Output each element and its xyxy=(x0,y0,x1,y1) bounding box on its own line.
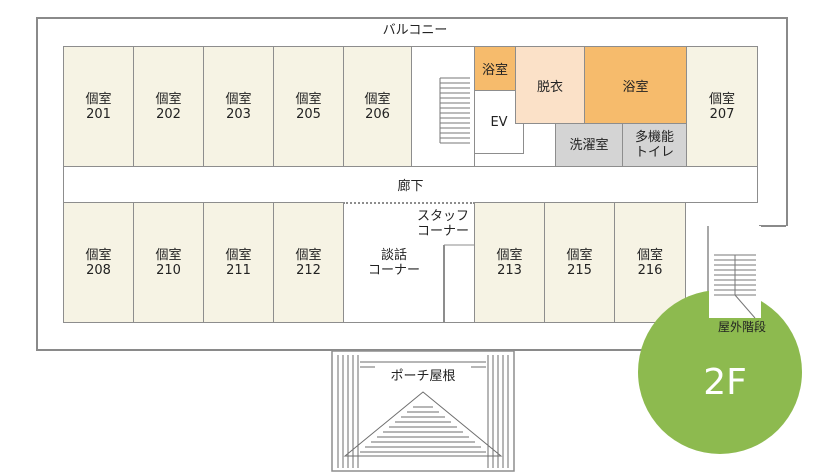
room-number: 215 xyxy=(567,262,592,278)
room-name: 個室 xyxy=(155,91,182,107)
room-212: 個室 212 xyxy=(273,202,344,323)
room-name: 個室 xyxy=(225,91,252,107)
room-201: 個室 201 xyxy=(63,46,134,167)
room-206: 個室 206 xyxy=(343,46,412,167)
toilet-label-1: 多機能 xyxy=(634,130,674,145)
room-207: 個室 207 xyxy=(686,46,758,167)
lounge-corner xyxy=(343,202,475,323)
corridor-label: 廊下 xyxy=(397,179,424,194)
toilet-label-2: トイレ xyxy=(634,145,674,160)
staff-label-2: コーナー xyxy=(416,224,469,239)
room-number: 211 xyxy=(226,262,251,278)
room-name: 個室 xyxy=(708,91,735,107)
lounge-label: 談話 コーナー xyxy=(343,248,445,278)
room-name: 個室 xyxy=(85,91,112,107)
room-number: 212 xyxy=(296,262,321,278)
room-216: 個室 216 xyxy=(614,202,686,323)
room-name: 個室 xyxy=(85,247,112,263)
staff-corner: スタッフ コーナー xyxy=(410,209,476,239)
room-number: 207 xyxy=(709,106,735,122)
corridor: 廊下 xyxy=(63,166,758,203)
interior-stairs xyxy=(411,46,475,167)
laundry-room: 洗濯室 xyxy=(555,123,623,167)
ev-label: EV xyxy=(490,114,508,130)
accessible-toilet: 多機能 トイレ xyxy=(622,123,687,167)
room-name: 個室 xyxy=(364,91,391,107)
floor-badge-label: 2F xyxy=(703,362,747,403)
room-number: 202 xyxy=(156,106,181,122)
room-number: 205 xyxy=(296,106,321,122)
room-213: 個室 213 xyxy=(474,202,545,323)
room-name: 個室 xyxy=(496,247,523,263)
room-210: 個室 210 xyxy=(133,202,204,323)
porch-roof-label: ポーチ屋根 xyxy=(390,369,456,384)
balcony-label: バルコニー xyxy=(382,23,448,38)
room-number: 208 xyxy=(86,262,111,278)
bath-large: 浴室 xyxy=(584,46,687,124)
room-number: 206 xyxy=(365,106,390,122)
lounge-label-1: 談話 xyxy=(380,248,407,263)
room-name: 個室 xyxy=(636,247,663,263)
room-name: 個室 xyxy=(295,91,322,107)
room-number: 216 xyxy=(637,262,663,278)
room-202: 個室 202 xyxy=(133,46,204,167)
room-number: 213 xyxy=(497,262,522,278)
lounge-label-2: コーナー xyxy=(367,263,420,278)
staff-label-1: スタッフ xyxy=(416,209,469,224)
room-name: 個室 xyxy=(566,247,593,263)
outdoor-stairs-label: 屋外階段 xyxy=(717,320,766,334)
room-203: 個室 203 xyxy=(203,46,274,167)
room-name: 個室 xyxy=(295,247,322,263)
room-number: 210 xyxy=(156,262,181,278)
room-number: 203 xyxy=(226,106,251,122)
laundry-label: 洗濯室 xyxy=(569,137,609,153)
room-215: 個室 215 xyxy=(544,202,615,323)
room-211: 個室 211 xyxy=(203,202,274,323)
room-name: 個室 xyxy=(155,247,182,263)
room-number: 201 xyxy=(86,106,111,122)
room-name: 個室 xyxy=(225,247,252,263)
